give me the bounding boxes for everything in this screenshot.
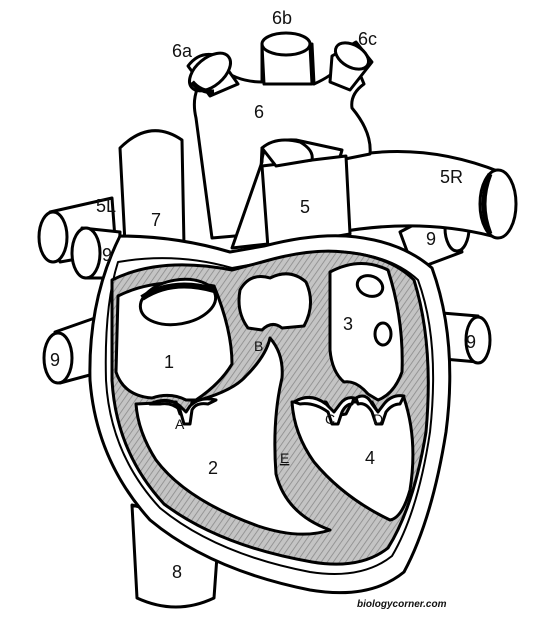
label-9-left-upper: 9: [102, 245, 112, 265]
pulmonary-artery-right-opening: [478, 168, 518, 240]
pulmonary-vein-opening-lower: [373, 321, 393, 347]
left-atrium-cavity: [328, 262, 404, 402]
pulmonary-artery-right-rim: [481, 173, 493, 235]
label-b: B: [254, 338, 263, 354]
pulmonary-vein-right-lower-opening: [464, 315, 492, 365]
pulmonary-vein-opening-upper: [355, 274, 385, 298]
label-e: E: [280, 450, 289, 466]
pulmonary-vein-left-bottom-opening: [42, 331, 74, 385]
pulmonary-artery-left-stub: [260, 138, 314, 168]
pulmonary-vein-left-lower-opening: [70, 226, 102, 280]
credit-text: biologycorner.com: [357, 599, 447, 610]
label-9-left-lower: 9: [50, 350, 60, 370]
label-6: 6: [254, 102, 264, 122]
aortic-branch-6a-opening: [188, 51, 232, 93]
aortic-branch-6b-opening: [260, 31, 312, 57]
label-5r: 5R: [440, 167, 463, 187]
label-4: 4: [365, 448, 375, 468]
label-1: 1: [164, 352, 174, 372]
label-6c: 6c: [358, 29, 377, 49]
label-a: A: [175, 416, 185, 432]
label-8: 8: [172, 562, 182, 582]
pulmonary-vein-left-upper-opening: [37, 210, 69, 264]
aortic-branch-6a-rim: [190, 80, 215, 95]
label-6b: 6b: [272, 8, 292, 28]
tricuspid-valve: [148, 397, 218, 426]
right-ventricle-cavity: [134, 336, 332, 536]
superior-vena-cava-opening-rim: [140, 282, 215, 301]
label-7: 7: [151, 210, 161, 230]
label-5l: 5L: [96, 196, 116, 216]
aortic-branch-6c-opening: [333, 41, 371, 71]
label-9-right-lower: 9: [466, 332, 476, 352]
superior-vena-cava: [118, 129, 186, 264]
pulmonary-semilunar-valve: [292, 396, 356, 426]
label-d: D: [373, 411, 383, 427]
label-c: C: [325, 411, 335, 427]
label-5: 5: [300, 197, 310, 217]
pulmonary-artery-right: [338, 150, 502, 238]
aortic-valve-chamber: [237, 272, 312, 332]
label-6a: 6a: [172, 41, 193, 61]
label-9-right-upper: 9: [426, 229, 436, 249]
label-2: 2: [208, 458, 218, 478]
pulmonary-trunk-body: [260, 154, 352, 250]
mitral-valve: [354, 394, 406, 426]
label-3: 3: [343, 314, 353, 334]
